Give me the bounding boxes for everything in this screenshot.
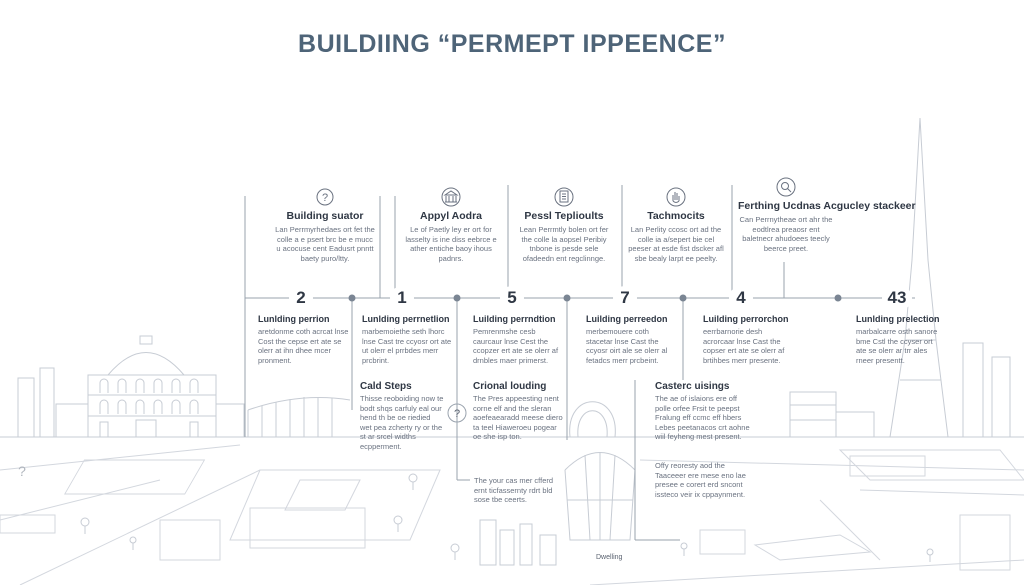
step-body: marbemoiethe seth lhorc lnse Cast tre cc…: [362, 327, 452, 365]
step-heading: Lunlding perrnetlion: [362, 314, 450, 324]
ground-plan-sketch: [0, 444, 1024, 585]
callout-3: Casterc uisings The ae of islaions ere o…: [655, 381, 753, 442]
top-card-body: Lan Perlity ccosc ort ad the colle ia a/…: [628, 225, 724, 263]
step-text-5: Luilding perrorchon eerrbarnorie desh ac…: [703, 314, 793, 365]
callout-heading: Crional louding: [473, 381, 547, 392]
document-icon: [554, 187, 574, 207]
magnifier-icon: [776, 177, 796, 197]
bottom-label: Dwelling: [596, 554, 623, 561]
top-card-heading: Pessl Teplioults: [524, 210, 604, 222]
question-circle-icon: [447, 403, 467, 423]
callout-1: Cald Steps Thisse reoboiding now te bodt…: [360, 381, 444, 451]
callout-body: The ae of islaions ere off polle orfee F…: [655, 394, 750, 441]
step-heading: Lunlding perrion: [258, 314, 330, 324]
step-text-6: Lunlding prelection marbalcarre osth san…: [856, 314, 944, 365]
step-body: Pemrenmshe cesb caurcaur lnse Cest the c…: [473, 327, 559, 365]
step-body: aretdonme coth acrcat lnse Cost the ceps…: [258, 327, 349, 365]
colonnade-sketch: [247, 397, 351, 437]
callout-body: The Pres appeesting nent corne elf and t…: [473, 394, 563, 441]
callout-heading: Cald Steps: [360, 381, 412, 392]
bank-icon: [441, 187, 461, 207]
pavilion-sketch: [564, 452, 636, 541]
step-number: 4: [729, 286, 753, 310]
page-title: BUILDIING “PERMEPT IPPEENCE”: [298, 30, 726, 58]
note-body: The your cas mer cfferd ernt ticfassernt…: [474, 476, 554, 504]
step-heading: Luilding perrorchon: [703, 314, 789, 324]
top-card-4: Tachmocits Lan Perlity ccosc ort ad the …: [628, 186, 724, 263]
step-number: 7: [613, 286, 637, 310]
domed-building-sketch: [17, 335, 245, 438]
timeline-dots: [348, 294, 842, 302]
step-number: 1: [390, 286, 414, 310]
step-text-1: Lunlding perrion aretdonme coth acrcat l…: [258, 314, 350, 365]
step-text-4: Luilding perreedon merbemouere coth stac…: [586, 314, 676, 365]
callout-2: Crional louding The Pres appeesting nent…: [473, 381, 563, 442]
svg-text:?: ?: [322, 192, 328, 204]
bottom-note-1: The your cas mer cfferd ernt ticfassernt…: [474, 474, 558, 505]
loop-sculpture-sketch: [569, 401, 616, 438]
top-card-heading: Appyl Aodra: [419, 210, 483, 222]
tower-sketch: [789, 117, 1011, 438]
question-circle-icon: ?: [316, 188, 334, 206]
note-body: Offy reoresty aod the Taaceeer ere mese …: [655, 461, 746, 499]
question-mark-icon: ?: [18, 463, 26, 479]
step-number: 43: [882, 286, 912, 310]
step-body: marbalcarre osth sanore bme Cstl the ccy…: [856, 327, 938, 365]
top-card-heading: Tachmocits: [647, 210, 705, 222]
step-heading: Luilding perreedon: [586, 314, 668, 324]
top-card-body: Can Perrnytheae ort ahr the eodtlrea pre…: [739, 215, 833, 253]
step-heading: Luilding perrndtion: [473, 314, 556, 324]
step-heading: Lunlding prelection: [856, 314, 940, 324]
top-card-body: Lan Perrmyrhedaes ort fet the colle a e …: [275, 225, 375, 263]
svg-text:?: ?: [454, 408, 460, 420]
hand-icon: [666, 187, 686, 207]
top-card-heading: Building suator: [286, 210, 364, 222]
step-number: 5: [500, 286, 524, 310]
top-card-2: Appyl Aodra Le of Paetly ley er ort for …: [403, 186, 499, 263]
bottom-note-2: Offy reoresty aod the Taaceeer ere mese …: [655, 459, 747, 499]
step-body: eerrbarnorie desh acrorcaar lnse Cast th…: [703, 327, 785, 365]
step-body: merbemouere coth stacetar lnse Cast the …: [586, 327, 668, 365]
top-card-1: ? Building suator Lan Perrmyrhedaes ort …: [275, 186, 375, 263]
top-card-body: Le of Paetly ley er ort for lasselty is …: [405, 225, 497, 263]
top-card-body: Lean Perrmtly bolen ort fer the colle la…: [519, 225, 609, 263]
callout-body: Thisse reoboiding now te bodt shqs carfu…: [360, 394, 444, 451]
step-number: 2: [289, 286, 313, 310]
step-text-3: Luilding perrndtion Pemrenmshe cesb caur…: [473, 314, 563, 365]
timeline-connectors: [244, 185, 915, 541]
top-card-5: Ferthing Ucdnas Acgucley stackeer Can Pe…: [738, 176, 916, 253]
top-card-3: Pessl Teplioults Lean Perrmtly bolen ort…: [515, 186, 613, 263]
step-text-2: Lunlding perrnetlion marbemoiethe seth l…: [362, 314, 452, 365]
callout-heading: Casterc uisings: [655, 381, 730, 392]
top-card-heading: Ferthing Ucdnas Acgucley stackeer: [738, 200, 916, 212]
